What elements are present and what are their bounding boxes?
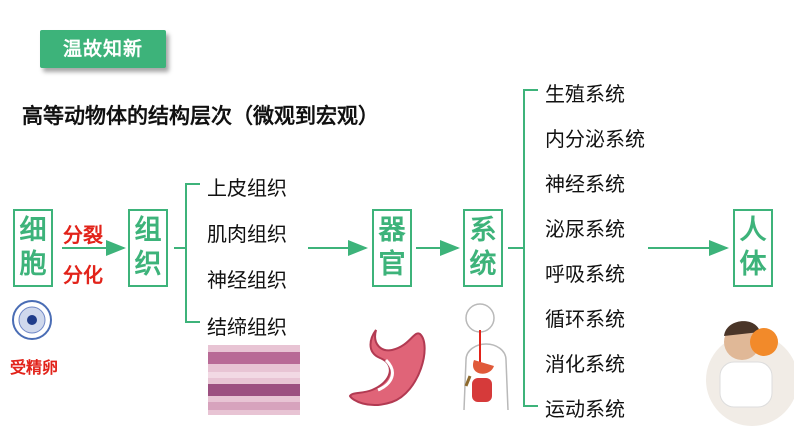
tissue-bracket [185,183,200,323]
system-char-1: 系 [469,215,497,246]
divide-label: 分裂 [63,223,103,247]
system-item: 内分泌系统 [545,127,645,151]
system-item: 消化系统 [545,352,625,376]
system-item: 运动系统 [545,397,625,421]
human-char-2: 体 [739,249,767,280]
system-item: 神经系统 [545,172,625,196]
human-box: 人 体 [733,209,773,287]
tissue-char-1: 组 [134,215,162,246]
cell-box: 细 胞 [13,209,53,287]
baby-photo-image [706,321,794,426]
system-item: 泌尿系统 [545,217,625,241]
system-box: 系 统 [463,209,503,287]
cell-char-2: 胞 [19,249,47,280]
organ-box: 器 官 [372,209,412,287]
tissue-box: 组 织 [128,209,168,287]
digestive-system-image [463,303,509,411]
system-char-2: 统 [469,249,497,280]
tissue-item: 肌肉组织 [207,222,287,246]
system-item: 呼吸系统 [545,262,625,286]
tissue-char-2: 织 [134,249,162,280]
tissue-micrograph-image [208,345,300,415]
fertilized-egg-label: 受精卵 [10,358,59,377]
diagram-title: 高等动物体的结构层次（微观到宏观） [22,104,379,128]
human-char-1: 人 [739,215,767,246]
system-item: 生殖系统 [545,82,625,106]
organ-char-2: 官 [378,249,406,280]
organ-char-1: 器 [378,215,406,246]
tissue-item: 结缔组织 [207,315,287,339]
system-item: 循环系统 [545,307,625,331]
tissue-item: 上皮组织 [207,176,287,200]
cell-char-1: 细 [19,215,47,246]
tissue-item: 神经组织 [207,268,287,292]
stomach-image [348,329,426,406]
system-bracket [523,89,538,407]
egg-cell-icon [12,300,52,340]
differentiate-label: 分化 [63,263,103,287]
section-badge: 温故知新 [40,30,166,68]
